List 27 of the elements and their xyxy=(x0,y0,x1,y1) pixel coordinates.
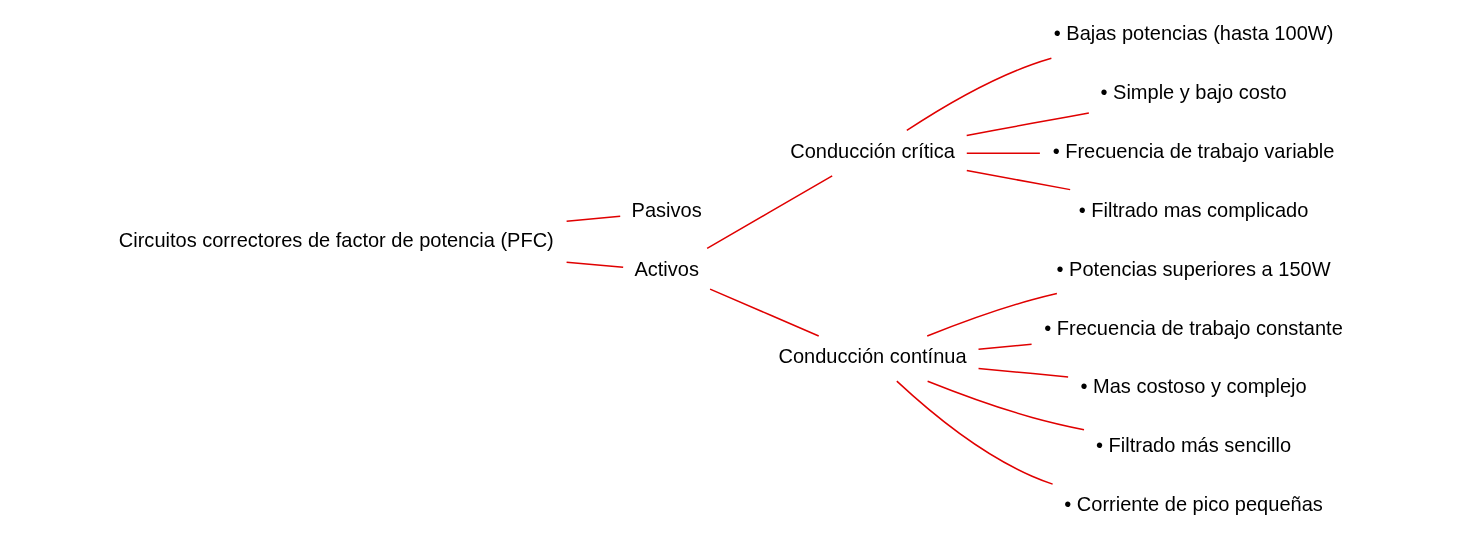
node-text: Circuitos correctores de factor de potencia (PFC) xyxy=(118,228,554,251)
connector xyxy=(565,261,624,269)
node-text: Pasivos xyxy=(631,198,702,221)
node-text: • Frecuencia de trabajo constante xyxy=(1043,316,1343,339)
node-text: Activos xyxy=(633,257,699,280)
node-text: • Filtrado más sencillo xyxy=(1095,434,1291,457)
node-text: • Potencias superiores a 150W xyxy=(1056,257,1331,280)
node-text: • Filtrado mas complicado xyxy=(1078,198,1308,221)
connector xyxy=(895,380,1053,485)
connector xyxy=(965,169,1071,191)
node-text: • Frecuencia de trabajo variable xyxy=(1052,140,1334,163)
node-text: Conducción crítica xyxy=(789,140,955,163)
connector xyxy=(965,112,1090,137)
connector xyxy=(977,343,1032,350)
connector xyxy=(926,292,1058,337)
node-text: Conducción contínua xyxy=(778,345,967,368)
connector xyxy=(926,380,1085,431)
node-text: • Corriente de pico pequeñas xyxy=(1063,493,1323,516)
connector xyxy=(977,367,1069,378)
connector xyxy=(905,57,1052,132)
connector xyxy=(565,215,621,222)
node-text: • Bajas potencias (hasta 100W) xyxy=(1053,22,1333,45)
node-text: • Mas costoso y complejo xyxy=(1079,375,1307,398)
node-text: • Simple y bajo costo xyxy=(1099,81,1287,104)
connector xyxy=(705,175,833,250)
connector xyxy=(965,152,1041,155)
connector xyxy=(708,288,819,337)
